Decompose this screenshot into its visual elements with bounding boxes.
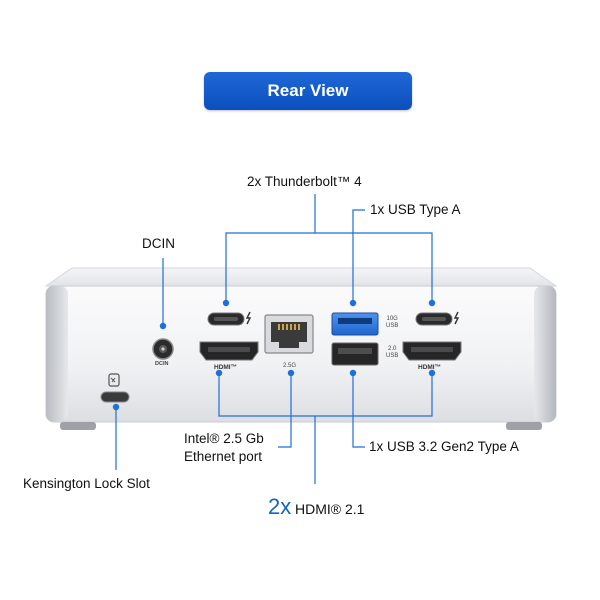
hdmi-left-mark: HDMI™ [214,364,238,371]
lan-speed-mark: 2.5G [283,363,297,369]
ethernet-port [264,314,314,354]
hdmi-label: 2x HDMI® 2.1 [268,494,364,520]
usb-10g-mark: 10G USB [386,316,398,330]
kensington-lock-icon [108,373,120,387]
usb-a-10g-port [331,312,379,336]
usb-10g-mark-line2: USB [386,323,399,329]
usb32-label: 1x USB 3.2 Gen2 Type A [369,439,519,454]
thunderbolt-icon [245,311,252,325]
usb-a-20-port [331,342,379,366]
dcin-jack [152,338,174,360]
ethernet-label-line1: Intel® 2.5 Gb [184,431,264,446]
kensington-slot [100,373,130,403]
dcin-port-mark: DCIN [155,361,169,367]
hdmi-port-left [199,341,259,361]
hdmi-right-mark: HDMI™ [418,364,442,371]
kensington-label: Kensington Lock Slot [23,476,150,491]
thunderbolt-port-left [207,311,252,326]
hdmi-port-right [402,341,462,361]
rear-view-title-banner: Rear View [204,72,412,110]
thunderbolt-icon [453,311,460,325]
thunderbolt-label: 2x Thunderbolt™ 4 [247,174,362,189]
callout-lines [115,194,433,484]
ethernet-label: Intel® 2.5 Gb Ethernet port [184,430,264,466]
hdmi-count: 2x [268,494,292,519]
usb-20-mark-line1: 2.0 [388,346,397,352]
hdmi-spec: HDMI® 2.1 [295,501,365,517]
usb-20-mark: 2.0 USB [386,346,398,360]
usb-20-mark-line2: USB [386,353,399,359]
ethernet-label-line2: Ethernet port [184,449,263,464]
callout-dots [112,299,436,411]
usb-10g-mark-line1: 10G [386,316,398,322]
dcin-label: DCIN [142,236,175,251]
usb-type-a-label: 1x USB Type A [370,202,461,217]
thunderbolt-port-right [415,311,460,326]
